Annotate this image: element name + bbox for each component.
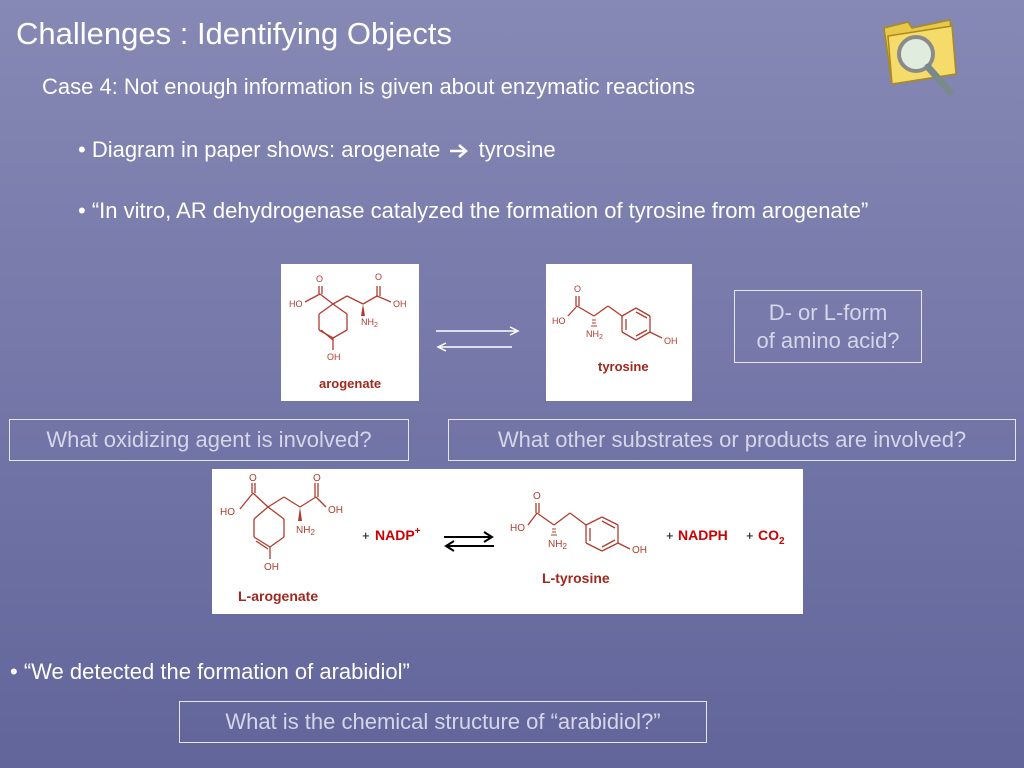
question-oxidizing-agent: What oxidizing agent is involved? — [9, 419, 409, 461]
svg-text:OH: OH — [632, 545, 647, 556]
svg-text:HO: HO — [220, 507, 235, 518]
bullet-diagram: • Diagram in paper shows: arogenate tyro… — [78, 137, 556, 162]
reaction-equation: O O HO OH NH2 OH L-arogenate + NADP+ — [220, 473, 785, 604]
svg-text:NH2: NH2 — [296, 525, 315, 537]
svg-text:OH: OH — [327, 352, 341, 362]
equilibrium-arrows — [436, 326, 520, 352]
svg-text:+: + — [666, 528, 674, 543]
co2-label: CO2 — [758, 527, 785, 547]
folder-magnifier-icon — [883, 19, 957, 96]
reaction-equilibrium-arrows — [444, 531, 494, 552]
svg-text:NH2: NH2 — [361, 317, 378, 329]
reaction-equation-panel: O O HO OH NH2 OH L-arogenate + NADP+ — [212, 469, 803, 614]
svg-text:OH: OH — [664, 336, 678, 346]
svg-text:O: O — [316, 274, 323, 284]
l-tyrosine-label: L-tyrosine — [542, 570, 610, 586]
svg-text:O: O — [574, 284, 581, 294]
svg-text:OH: OH — [264, 562, 279, 573]
slide-subtitle: Case 4: Not enough information is given … — [42, 74, 696, 99]
svg-text:+: + — [362, 528, 370, 543]
svg-text:OH: OH — [328, 505, 343, 516]
question-d-or-l-form: D- or L-form of amino acid? — [734, 290, 922, 363]
bullet-arabidiol: • “We detected the formation of arabidio… — [10, 659, 410, 684]
svg-text:NH2: NH2 — [586, 329, 603, 341]
nadph-label: NADPH — [678, 527, 728, 543]
tyrosine-label: tyrosine — [598, 359, 649, 374]
arogenate-structure: O O HO OH NH2 OH arogenate — [289, 272, 407, 391]
svg-text:O: O — [375, 272, 382, 282]
svg-text:+: + — [746, 528, 754, 543]
arogenate-structure-panel: O O HO OH NH2 OH arogenate — [281, 264, 419, 401]
svg-text:HO: HO — [510, 523, 525, 534]
svg-text:O: O — [313, 473, 321, 484]
svg-text:OH: OH — [393, 299, 407, 309]
tyrosine-structure-panel: O HO OH NH2 tyrosine — [546, 264, 692, 401]
svg-text:NH2: NH2 — [548, 539, 567, 551]
question-other-substrates: What other substrates or products are in… — [448, 419, 1016, 461]
arogenate-label: arogenate — [319, 376, 381, 391]
svg-text:HO: HO — [552, 316, 566, 326]
l-arogenate-label: L-arogenate — [238, 588, 318, 604]
nadp-label: NADP+ — [375, 526, 421, 543]
bullet-in-vitro: • “In vitro, AR dehydrogenase catalyzed … — [78, 198, 869, 223]
svg-text:O: O — [533, 491, 541, 502]
slide-title: Challenges : Identifying Objects — [16, 16, 452, 51]
svg-text:HO: HO — [289, 299, 303, 309]
svg-text:O: O — [249, 473, 257, 484]
tyrosine-structure: O HO OH NH2 tyrosine — [552, 284, 678, 374]
right-arrow-icon — [450, 144, 469, 159]
question-arabidiol-structure: What is the chemical structure of “arabi… — [179, 701, 707, 743]
